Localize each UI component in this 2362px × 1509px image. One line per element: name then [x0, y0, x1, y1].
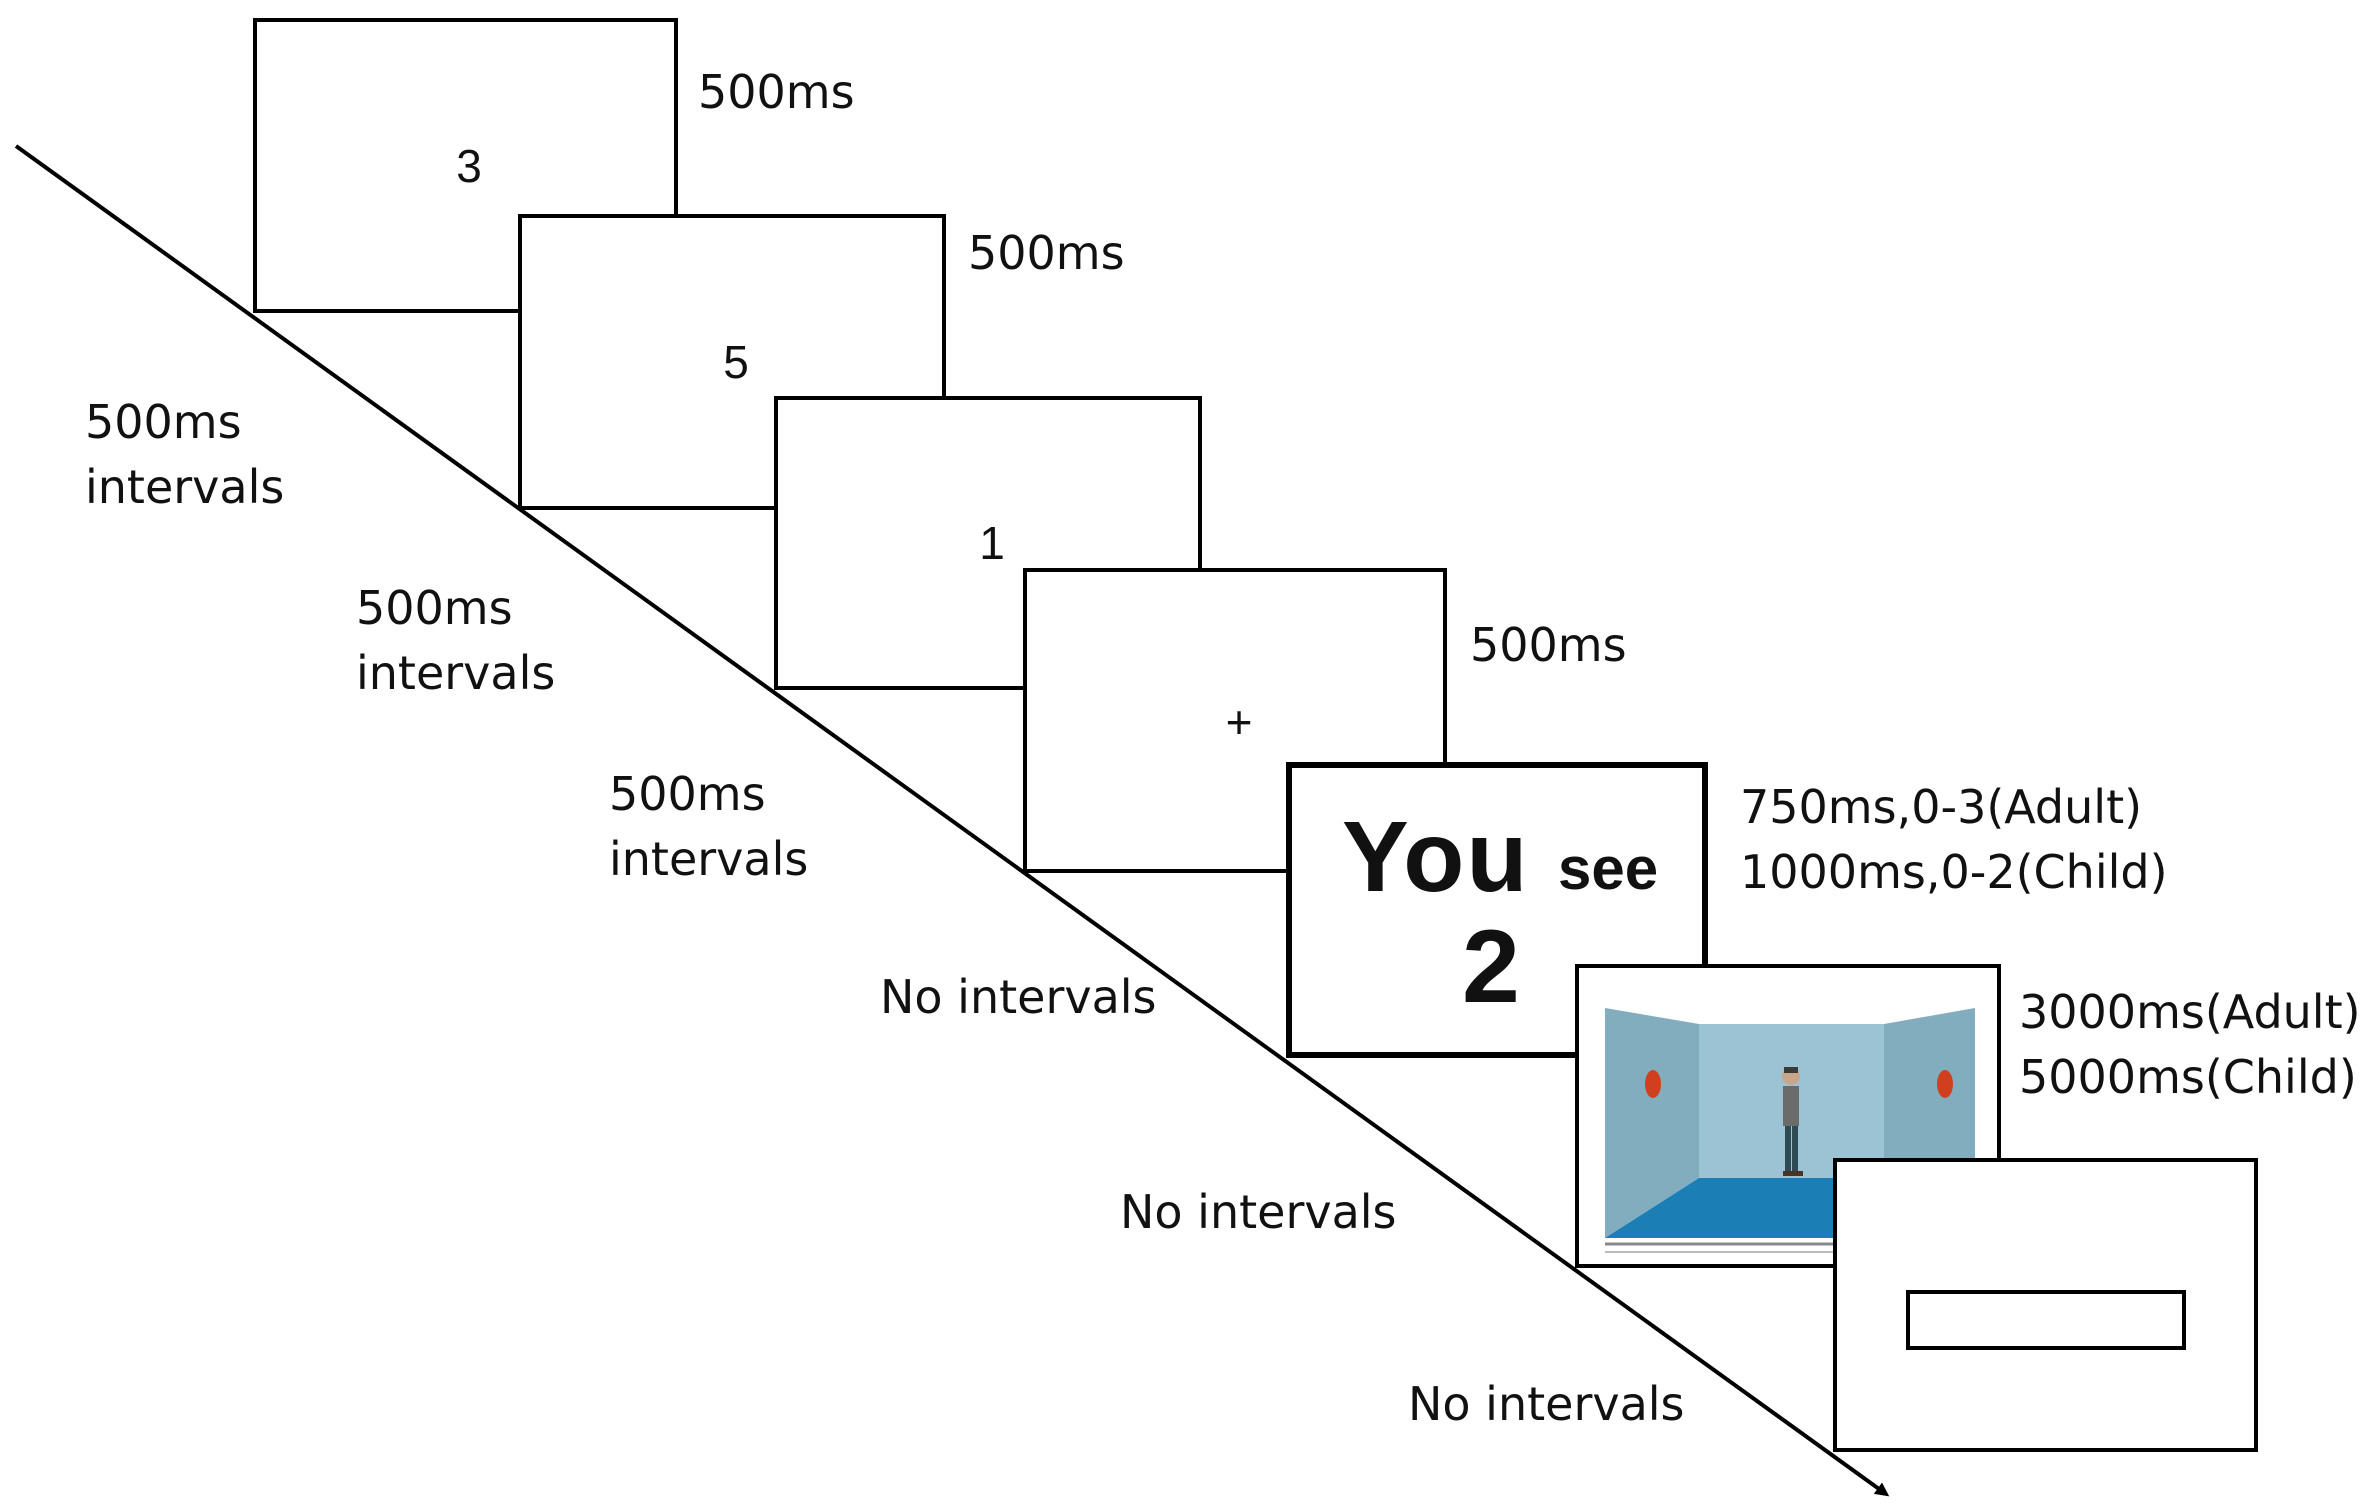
interval-label-6: No intervals — [1408, 1377, 1685, 1431]
response-input-box — [1906, 1290, 2186, 1350]
interval-label-4: No intervals — [880, 970, 1157, 1024]
digit-stimulus: 3 — [456, 140, 482, 192]
duration-fixation: 500ms — [1470, 618, 1627, 672]
interval-label-3: 500ms intervals — [609, 767, 809, 886]
duration-scene-adult: 3000ms(Adult) — [2019, 985, 2361, 1039]
fixation-cross: + — [1225, 696, 1253, 748]
right-red-dot — [1937, 1070, 1953, 1098]
interval-label-2: 500ms intervals — [356, 581, 556, 700]
avatar-figure — [1782, 1067, 1803, 1176]
digit-stimulus: 5 — [723, 336, 749, 388]
duration-digit-2: 500ms — [968, 226, 1125, 280]
screen-response — [1833, 1158, 2258, 1452]
interval-label-1: 500ms intervals — [85, 395, 285, 514]
duration-scene-child: 5000ms(Child) — [2019, 1050, 2357, 1104]
interval-label-5: No intervals — [1120, 1185, 1397, 1239]
cue-word-see: see — [1558, 835, 1659, 902]
duration-cue-adult: 750ms,0-3(Adult) — [1740, 780, 2143, 834]
cue-word-you: You — [1342, 801, 1530, 913]
duration-digit-1: 500ms — [698, 65, 855, 119]
digit-stimulus: 1 — [979, 517, 1005, 569]
cue-number: 2 — [1462, 909, 1520, 1025]
duration-cue-child: 1000ms,0-2(Child) — [1740, 845, 2168, 899]
screen-fixation: + — [1023, 568, 1447, 873]
left-red-dot — [1645, 1070, 1661, 1098]
